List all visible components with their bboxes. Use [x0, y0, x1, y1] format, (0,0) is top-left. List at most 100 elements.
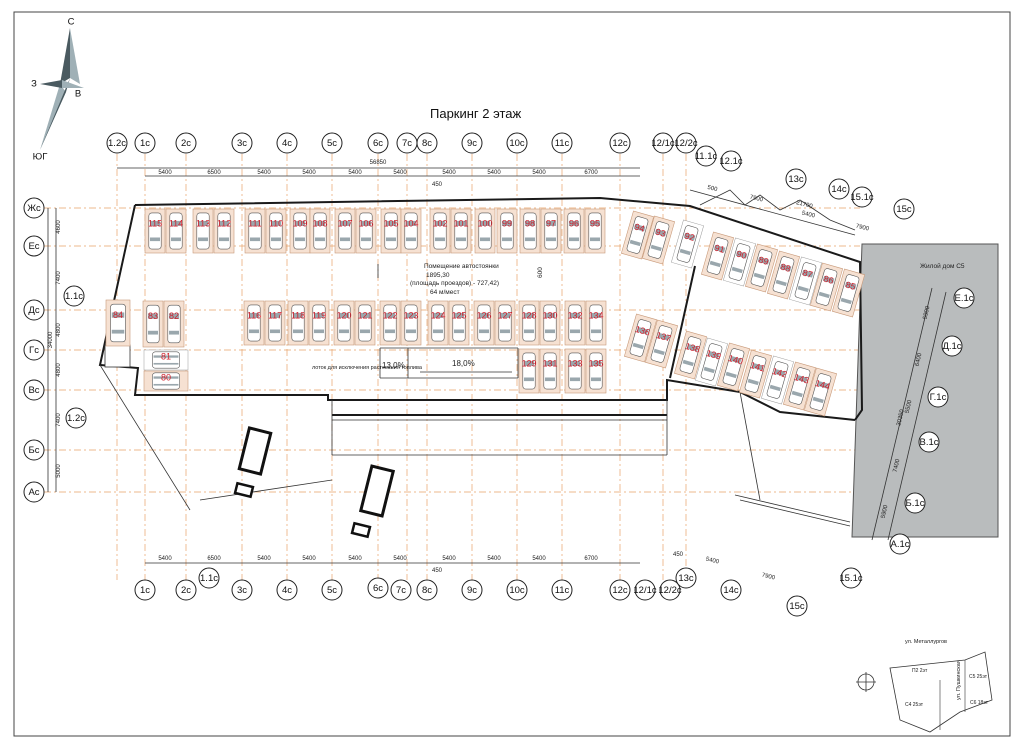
spot-142-number: 142 — [771, 366, 788, 380]
spot-116: 116 — [243, 300, 265, 346]
axis-top-12-1с: 12/1с — [651, 132, 675, 154]
axis-top-extra-11-1с-label: 11.1с — [695, 151, 718, 162]
dim-top-right-0: 500 — [707, 185, 719, 193]
axis-top-1с: 1с — [134, 132, 156, 154]
dim-bottom-1: 6500 — [207, 556, 221, 562]
axis-left-Ас-label: Ас — [28, 487, 39, 498]
spot-127: 127 — [494, 300, 516, 346]
axis-left-Гс: Гс — [23, 339, 45, 361]
axis-bottom-7с-7: 7с — [390, 579, 412, 601]
spot-130-number: 130 — [542, 311, 557, 321]
axis-top-3с-label: 3с — [237, 138, 247, 149]
spot-143: 143 — [782, 361, 817, 411]
key-plan-street-top: ул. Металлургов — [905, 639, 947, 645]
spot-99-number: 99 — [502, 219, 512, 229]
spot-114: 114 — [165, 208, 187, 254]
spot-89-number: 89 — [757, 255, 769, 267]
spot-112: 112 — [213, 208, 235, 254]
axis-left-Жс: Жс — [23, 197, 45, 219]
axis-top-extra-15с-label: 15с — [896, 204, 912, 215]
spot-108: 108 — [309, 208, 331, 254]
residential-label: Жилой дом С5 — [920, 262, 965, 270]
spot-133-number: 133 — [567, 359, 582, 369]
spot-96: 96 — [563, 208, 585, 254]
dim-top-1: 6500 — [207, 170, 221, 176]
axis-bottom-11с-11-label: 11с — [555, 585, 570, 596]
axis-top-1-2с: 1.2с — [106, 132, 128, 154]
spot-113-number: 113 — [196, 219, 210, 229]
spot-122: 122 — [379, 300, 401, 346]
spot-82-number: 82 — [169, 311, 179, 321]
spot-138-number: 138 — [684, 341, 701, 355]
dim-top-3: 5400 — [302, 170, 316, 176]
axis-top-3с: 3с — [231, 132, 253, 154]
dim-top-right-1: 7900 — [749, 195, 764, 204]
axis-bottom-15-1с-18-label: 15.1с — [839, 573, 862, 584]
spot-85-number: 85 — [844, 280, 856, 292]
spot-83-number: 83 — [148, 311, 158, 321]
spot-90-number: 90 — [735, 249, 747, 261]
axis-top-extra-11-1с: 11.1с — [695, 145, 718, 167]
axis-bottom-4с-4: 4с — [276, 579, 298, 601]
axis-top-10с: 10с — [506, 132, 528, 154]
spot-106: 106 — [355, 208, 377, 254]
axis-bottom-5с-5-label: 5с — [327, 585, 337, 596]
spot-102-number: 102 — [432, 219, 447, 229]
axis-right-А-1с-label: А.1с — [890, 539, 909, 550]
spot-98: 98 — [519, 208, 541, 254]
spot-93: 93 — [641, 215, 676, 265]
axis-bottom-8с-8: 8с — [416, 579, 438, 601]
spot-100-number: 100 — [477, 219, 492, 229]
axis-top-extra-15-1с-label: 15.1с — [850, 192, 873, 203]
spot-119: 119 — [308, 300, 330, 346]
spot-85: 85 — [831, 268, 866, 318]
axis-top-6с-label: 6с — [373, 138, 383, 149]
spot-104: 104 — [400, 208, 422, 254]
spot-92: 92 — [671, 219, 704, 269]
spot-88: 88 — [766, 250, 801, 300]
spot-128-number: 128 — [521, 311, 536, 321]
axis-top-12с-label: 12с — [612, 138, 628, 149]
axis-bottom-1с-0: 1с — [134, 579, 156, 601]
axis-bottom-1-1с-2-label: 1.1с — [200, 573, 218, 584]
spot-87: 87 — [789, 256, 822, 306]
axis-top-extra-13с: 13с — [785, 168, 807, 190]
dim-top-7: 5400 — [487, 170, 501, 176]
spot-126-number: 126 — [476, 311, 491, 321]
dim-right-3: 7400 — [893, 458, 902, 473]
axis-right-Е-1с-label: Е.1с — [954, 293, 973, 304]
axis-bottom-12с-12: 12с — [609, 579, 631, 601]
axis-bottom-7с-7-label: 7с — [396, 585, 406, 596]
spot-105-number: 105 — [383, 219, 398, 229]
spot-132: 132 — [564, 300, 586, 346]
axis-left-Дс-label: Дс — [28, 305, 39, 316]
axis-bottom-15-1с-18: 15.1с — [839, 567, 863, 589]
spot-125: 125 — [448, 300, 470, 346]
axis-right-В-1с-label: В.1с — [919, 437, 938, 448]
spot-105: 105 — [380, 208, 402, 254]
spot-109-number: 109 — [292, 219, 307, 229]
axis-top-2с-label: 2с — [181, 138, 191, 149]
spot-92-number: 92 — [683, 231, 695, 243]
dim-right-0: 5900 — [923, 305, 932, 320]
spot-135-number: 135 — [588, 359, 603, 369]
axis-top-extra-15-1с: 15.1с — [850, 186, 874, 208]
spot-112-number: 112 — [217, 219, 231, 229]
dim-bottom-extra-3: 450 — [673, 552, 684, 558]
spot-115-number: 115 — [148, 219, 162, 229]
axis-top-7с: 7с — [396, 132, 418, 154]
spot-142: 142 — [761, 355, 794, 405]
key-plan-street-right: ул. Пушкинская — [956, 660, 962, 700]
spot-96-number: 96 — [569, 219, 579, 229]
dim-top-9: 6700 — [584, 170, 598, 176]
dim-bottom-8: 5400 — [532, 556, 546, 562]
spot-111: 111 — [244, 208, 266, 254]
spot-126: 126 — [473, 300, 495, 346]
dim-left-total: 34000 — [48, 331, 54, 348]
axis-left-Ес: Ес — [23, 235, 45, 257]
axis-top-11с: 11с — [551, 132, 573, 154]
spot-117: 117 — [264, 300, 286, 346]
spot-81: 81 — [143, 349, 189, 371]
axis-left-extra-1-1с-label: 1.1с — [65, 291, 83, 302]
dim-top-6: 5400 — [442, 170, 456, 176]
